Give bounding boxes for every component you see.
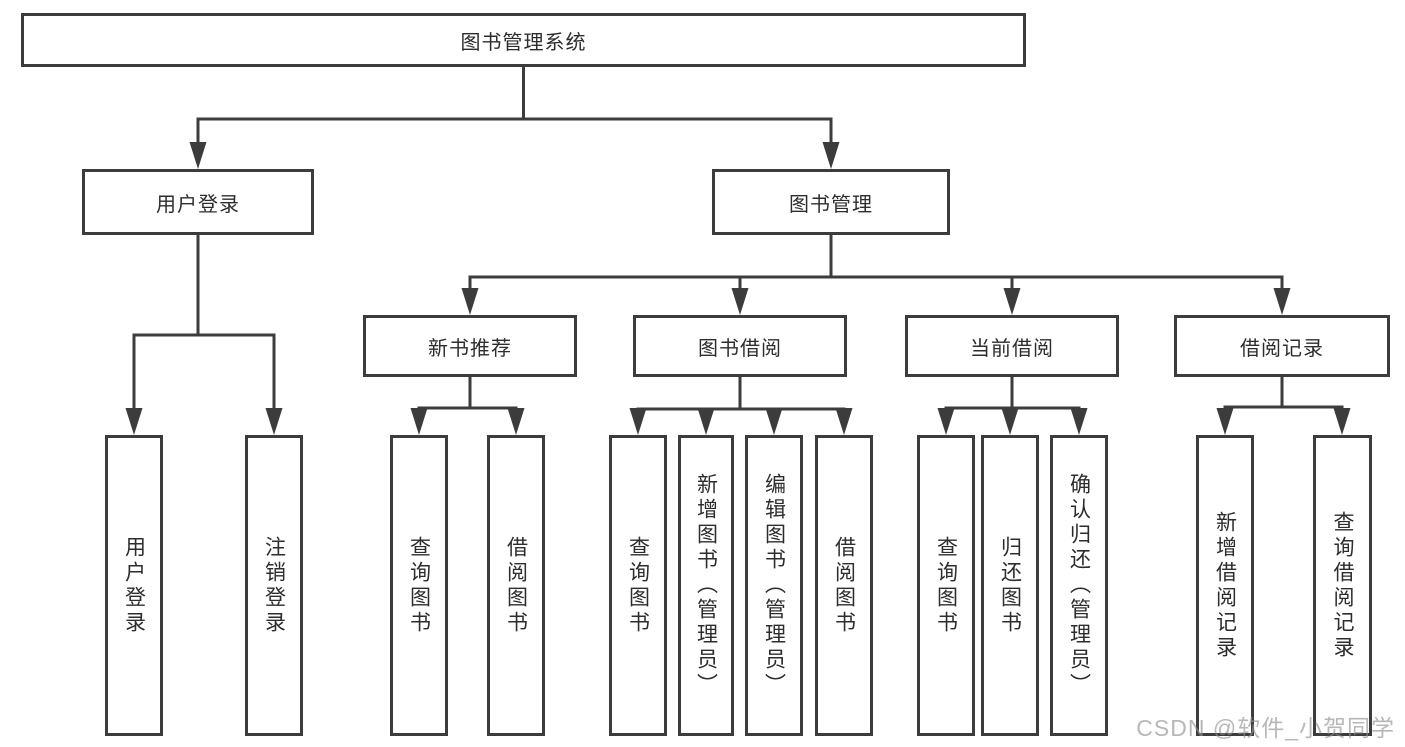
node-book-borrow: 图书借阅 <box>633 315 847 377</box>
node-book-management: 图书管理 <box>712 169 950 235</box>
leaf-add-book-admin: 新增图书（管理员） <box>678 435 734 736</box>
leaf-query-borrow-record: 查询借阅记录 <box>1313 435 1372 736</box>
node-root: 图书管理系统 <box>21 13 1026 67</box>
leaf-confirm-return-admin: 确认归还（管理员） <box>1050 435 1108 736</box>
leaf-user-login: 用户登录 <box>105 435 163 736</box>
leaf-borrow-books: 借阅图书 <box>815 435 873 736</box>
leaf-query-books-borrow: 查询图书 <box>609 435 667 736</box>
leaf-edit-book-admin: 编辑图书（管理员） <box>745 435 803 736</box>
leaf-query-books-current: 查询图书 <box>917 435 975 736</box>
leaf-borrow-books-recommend: 借阅图书 <box>487 435 545 736</box>
node-borrow-records: 借阅记录 <box>1174 315 1390 377</box>
node-user-login: 用户登录 <box>82 169 314 235</box>
leaf-query-books-recommend: 查询图书 <box>390 435 448 736</box>
leaf-logout: 注销登录 <box>245 435 303 736</box>
watermark: CSDN @软件_小贺同学 <box>1136 715 1395 741</box>
node-current-borrow: 当前借阅 <box>905 315 1119 377</box>
node-new-book-recommend: 新书推荐 <box>363 315 577 377</box>
leaf-return-books: 归还图书 <box>981 435 1039 736</box>
leaf-add-borrow-record: 新增借阅记录 <box>1196 435 1254 736</box>
